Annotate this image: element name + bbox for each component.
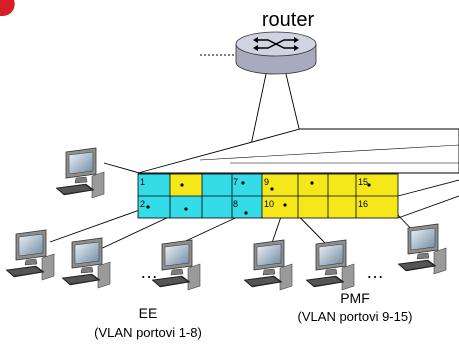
port-label-16: 16 [358,199,368,209]
port-cell [298,196,328,218]
router-icon [235,31,317,75]
port-cell [356,174,398,196]
port-cell [328,196,356,218]
port-cell [232,174,262,196]
port-cell [202,174,232,196]
port-label-10: 10 [264,199,274,209]
port-label-15: 15 [358,177,368,187]
desktop-computer-icon [243,239,293,291]
group-ee-name: EE [139,305,158,321]
port-label-7: 7 [233,177,238,187]
port-cell [232,196,262,218]
group-pmf-name: PMF [340,290,370,306]
port-cell [170,196,202,218]
desktop-computer-icon [5,229,55,281]
router-label: router [262,9,315,31]
port-label-8: 8 [233,199,238,209]
port-cell [262,174,298,196]
switch: 1 2 7 8 9 10 15 16 [137,128,459,219]
group-pmf-detail: (VLAN portovi 9-15) [298,309,413,324]
port-cell [328,174,356,196]
link-pc-leftmid [49,206,149,243]
switch-top-face [137,128,459,174]
desktop-computer-icon [151,239,201,291]
port-label-1: 1 [140,177,145,187]
desktop-computer-icon [55,147,105,199]
port-cell [298,174,328,196]
port-cell [356,196,398,218]
desktop-computer-icon [397,223,447,275]
port-cell [170,174,202,196]
logo-mark [0,0,15,17]
port-label-9: 9 [264,177,269,187]
port-label-2: 2 [140,199,145,209]
port-cell [202,196,232,218]
desktop-computer-icon [305,239,355,291]
group-ee-detail: (VLAN portovi 1-8) [94,325,202,340]
ellipsis-ee: … [140,262,158,282]
port-cell [138,174,170,196]
ellipsis-pmf: … [366,262,384,282]
port-cell [262,196,298,218]
desktop-computer-icon [61,237,111,289]
port-cell [138,196,170,218]
